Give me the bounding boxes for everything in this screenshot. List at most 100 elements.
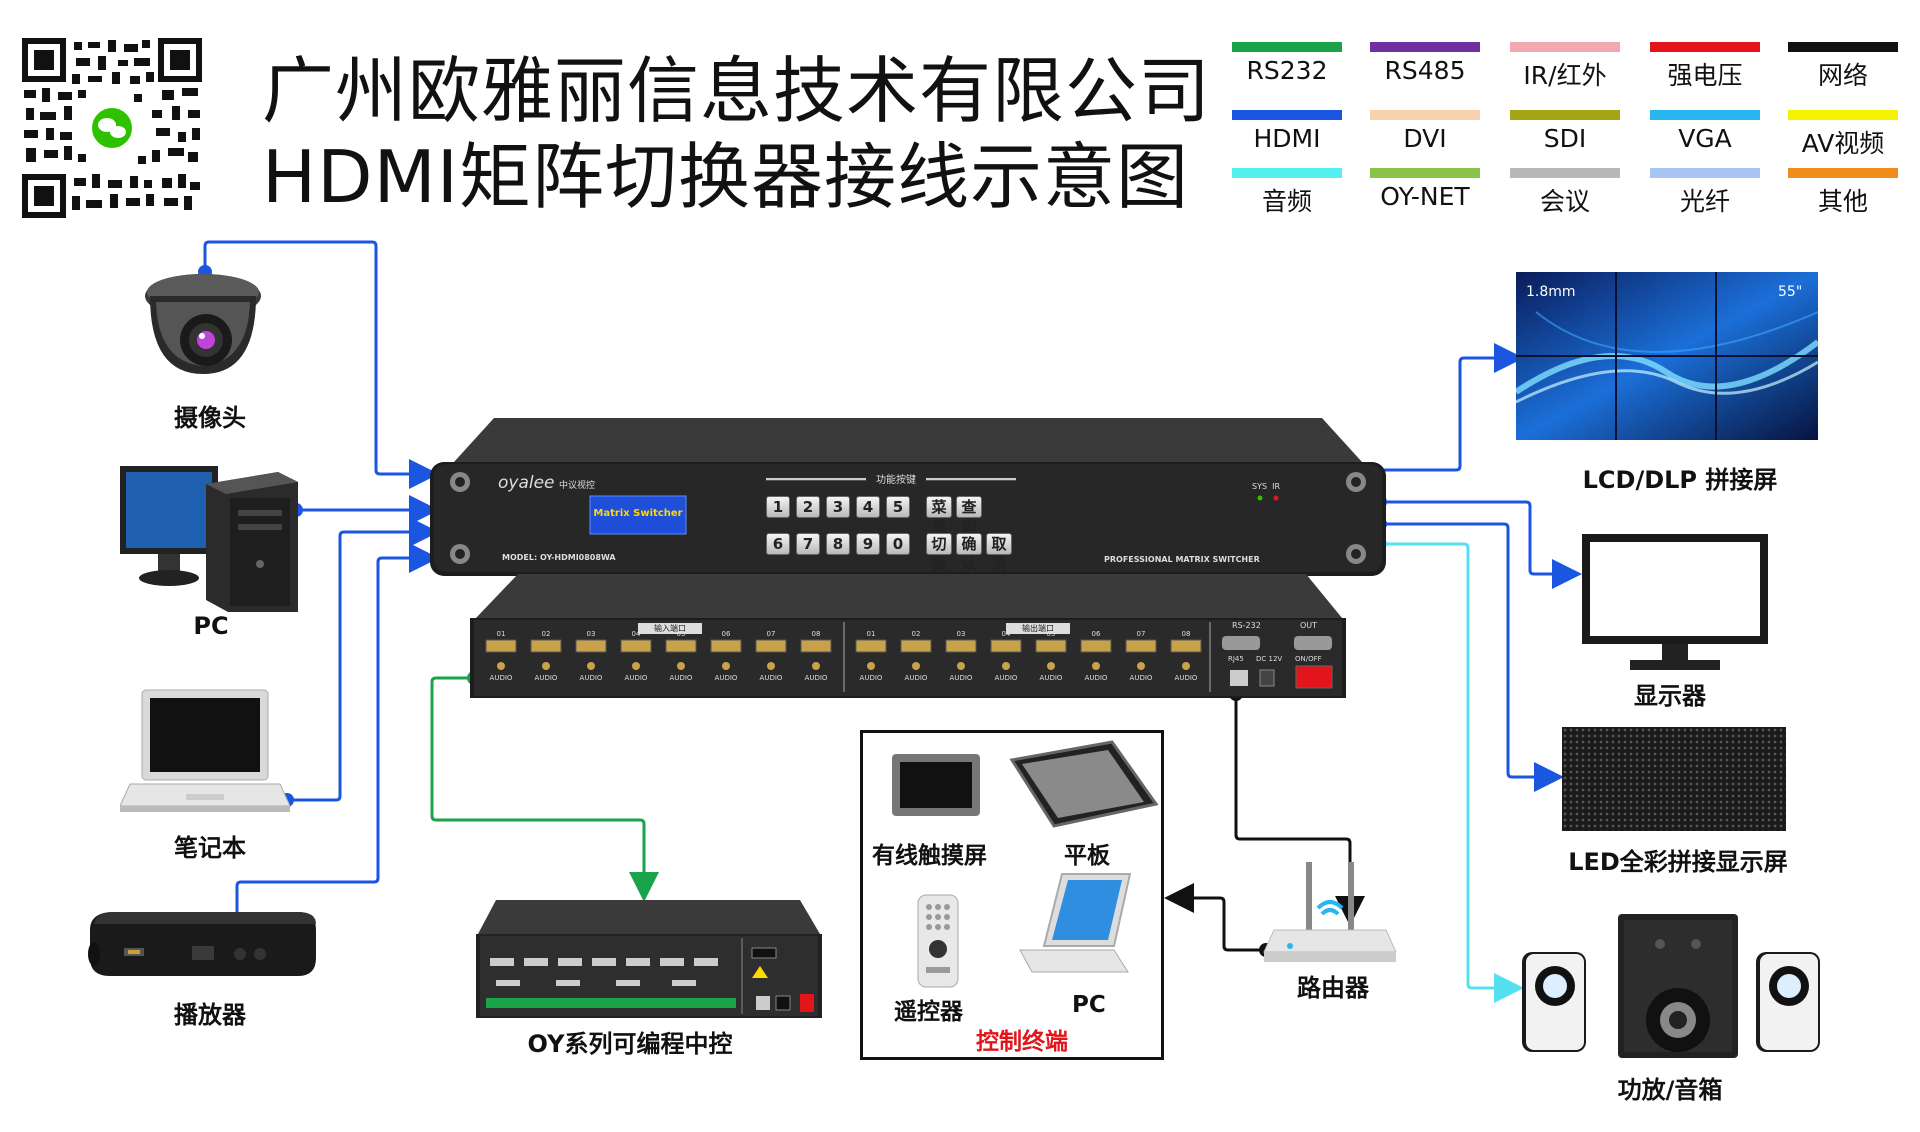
- keypad-key-5[interactable]: 5: [886, 496, 910, 518]
- output-audio-label: AUDIO: [994, 674, 1018, 682]
- keypad-key-2[interactable]: 2: [796, 496, 820, 518]
- hdmi-port: [990, 639, 1022, 653]
- matrix-lcd-screen: Matrix Switcher: [593, 508, 683, 519]
- model-number: MODEL: OY-HDMI0808WA: [502, 553, 616, 562]
- hdmi-port: [1125, 639, 1157, 653]
- audio-jack: [497, 662, 505, 670]
- legend-item: HDMI: [1232, 110, 1342, 153]
- keypad-key-3[interactable]: 3: [826, 496, 850, 518]
- legend-swatch: [1510, 42, 1620, 52]
- audio-jack: [1002, 662, 1010, 670]
- keypad-key-6[interactable]: 6: [766, 533, 790, 555]
- input-audio-label: AUDIO: [489, 674, 513, 682]
- diagram-title: HDMI矩阵切换器接线示意图: [262, 135, 1189, 219]
- legend-item: AV视频: [1788, 110, 1898, 160]
- pc-input-label: PC: [193, 612, 229, 640]
- player-hdmi-line: [235, 543, 439, 952]
- input-audio-label: AUDIO: [714, 674, 738, 682]
- rs232-port-label: RS-232: [1232, 621, 1261, 630]
- output-audio-label: AUDIO: [859, 674, 883, 682]
- function-keys-label: 功能按键: [866, 471, 926, 486]
- audio-jack: [867, 662, 875, 670]
- legend-label: 光纤: [1679, 187, 1730, 216]
- input-audio-label: AUDIO: [669, 674, 693, 682]
- legend-item: DVI: [1370, 110, 1480, 153]
- input-port-number: 01: [496, 630, 506, 638]
- hdmi-port: [665, 639, 697, 653]
- hdmi-port: [710, 639, 742, 653]
- player-label: 播放器: [174, 1001, 246, 1029]
- laptop-hdmi-line: [287, 517, 439, 802]
- audio-jack: [587, 662, 595, 670]
- keypad-key-1[interactable]: 1: [766, 496, 790, 518]
- audio-jack: [1182, 662, 1190, 670]
- hdmi-port: [1170, 639, 1202, 653]
- keypad-key-8[interactable]: 8: [826, 533, 850, 555]
- legend-swatch: [1650, 42, 1760, 52]
- legend-label: RS232: [1246, 56, 1328, 85]
- legend-swatch: [1232, 168, 1342, 178]
- dc-port-label: DC 12V: [1256, 655, 1283, 663]
- keypad-key-0[interactable]: 0: [886, 533, 910, 555]
- legend-label: 网络: [1817, 61, 1868, 90]
- legend-label: 音频: [1261, 187, 1312, 216]
- input-port-number: 05: [676, 630, 686, 638]
- lcd-video-wall: [1516, 272, 1818, 440]
- function-key[interactable]: 菜单: [926, 496, 952, 536]
- input-port-number: 07: [766, 630, 776, 638]
- camera-hdmi-line: [203, 240, 439, 489]
- keypad-key-9[interactable]: 9: [856, 533, 880, 555]
- function-key[interactable]: 切换: [926, 533, 952, 573]
- function-key[interactable]: 查询: [956, 496, 982, 536]
- brand-name: oyalee: [498, 473, 555, 493]
- input-audio-label: AUDIO: [534, 674, 558, 682]
- legend-swatch: [1650, 110, 1760, 120]
- function-key[interactable]: 取消: [986, 533, 1012, 573]
- matrix-tagline: PROFESSIONAL MATRIX SWITCHER: [1104, 555, 1260, 564]
- output-port-number: 08: [1181, 630, 1191, 638]
- laptop-label: 笔记本: [174, 834, 246, 862]
- central-control-unit: [476, 900, 822, 1018]
- lcd-wall-label: LCD/DLP 拼接屏: [1582, 466, 1778, 494]
- legend-swatch: [1510, 110, 1620, 120]
- function-key[interactable]: 确认: [956, 533, 982, 573]
- input-audio-label: AUDIO: [579, 674, 603, 682]
- legend-swatch: [1370, 110, 1480, 120]
- output-audio-label: AUDIO: [1129, 674, 1153, 682]
- legend-swatch: [1650, 168, 1760, 178]
- output-audio-label: AUDIO: [1039, 674, 1063, 682]
- hdmi-port: [900, 639, 932, 653]
- desktop-pc-icon: [120, 466, 298, 612]
- output-port-number: 04: [1001, 630, 1011, 638]
- keypad-key-4[interactable]: 4: [856, 496, 880, 518]
- legend-label: RS485: [1384, 56, 1466, 85]
- rj45-port-label: RJ45: [1228, 655, 1244, 663]
- audio-label: 功放/音箱: [1617, 1076, 1723, 1104]
- laptop-icon: [120, 689, 290, 812]
- hdmi-port: [945, 639, 977, 653]
- hdmi-port: [800, 639, 832, 653]
- wechat-qr-code: [22, 38, 202, 218]
- legend-item: 强电压: [1650, 42, 1760, 92]
- company-title: 广州欧雅丽信息技术有限公司: [262, 49, 1212, 133]
- dome-camera-icon: [145, 274, 261, 374]
- router-label: 路由器: [1297, 974, 1369, 1002]
- hdmi-port: [755, 639, 787, 653]
- matrix-brand: oyalee 中议视控: [498, 473, 595, 493]
- output-port-number: 07: [1136, 630, 1146, 638]
- out-port-label: OUT: [1300, 621, 1318, 630]
- audio-jack: [912, 662, 920, 670]
- tablet-icon: [1009, 740, 1159, 828]
- legend-item: VGA: [1650, 110, 1760, 153]
- network-router-line: [1234, 694, 1365, 926]
- touch-panel-label: 有线触摸屏: [872, 843, 987, 869]
- audio-jack: [632, 662, 640, 670]
- monitor-label: 显示器: [1634, 682, 1706, 710]
- keypad-key-7[interactable]: 7: [796, 533, 820, 555]
- output-port-number: 06: [1091, 630, 1101, 638]
- hdmi-port: [1080, 639, 1112, 653]
- legend-item: RS232: [1232, 42, 1342, 85]
- legend-label: OY-NET: [1380, 182, 1470, 211]
- media-player-icon: [88, 912, 316, 976]
- monitor-output-line: [1380, 500, 1582, 589]
